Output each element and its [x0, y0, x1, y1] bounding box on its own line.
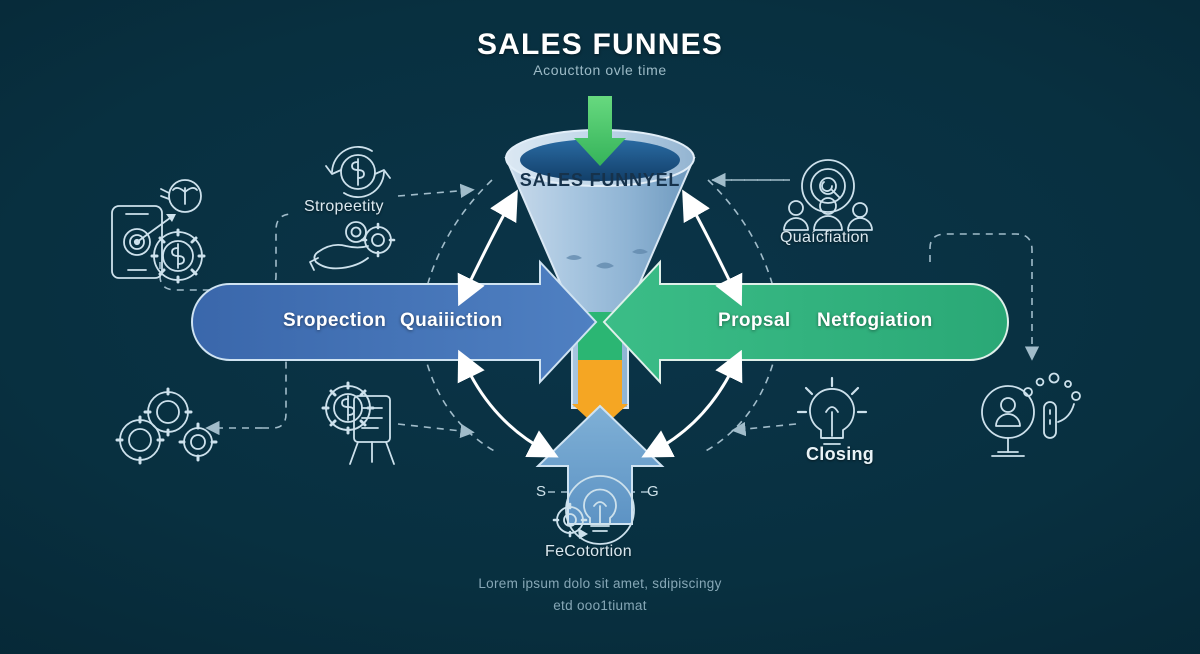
label-feedback: FeCotortion — [545, 543, 632, 560]
label-strategy: Stropeetity — [304, 198, 384, 215]
label-letter-s: S — [536, 483, 547, 500]
target-people-icon — [783, 159, 873, 231]
label-letter-g: G — [647, 483, 659, 500]
easel-board-icon — [349, 395, 395, 465]
profile-network-icon — [981, 372, 1081, 457]
page-subtitle: Acouctton ovle time — [533, 62, 667, 78]
connector-rail-lower-left-up — [262, 306, 287, 429]
funnel-band-orange — [578, 360, 622, 410]
band-right-word-2[interactable]: Netfogiation — [817, 310, 933, 331]
plant-growth-icon — [160, 179, 202, 213]
funnel-particles — [566, 249, 648, 269]
cycle-arrow-lower-left — [457, 349, 559, 458]
lightbulb-gear-cycle-icon — [552, 475, 635, 545]
gear-dollar-icon — [150, 228, 206, 284]
lightbulb-icon — [796, 376, 868, 445]
funnel-label: SALES FUNNYEL — [519, 170, 681, 190]
refresh-dollar-icon — [325, 146, 391, 198]
band-left-word-1[interactable]: Sropection — [283, 310, 387, 331]
band-left-word-2[interactable]: Quaiiiction — [400, 310, 503, 331]
connector-closing-to-funnel — [731, 421, 797, 437]
cycle-arrow-upper-right — [682, 189, 743, 307]
gears-cluster-icon — [115, 387, 218, 465]
connector-arc-lower-right — [703, 351, 777, 453]
connector-rail-right — [929, 233, 1040, 361]
label-qualification: Quaícfiation — [780, 229, 869, 246]
connector-arc-lower-left — [423, 351, 497, 453]
hand-gears-icon — [309, 221, 396, 271]
phone-target-icon — [111, 205, 176, 279]
label-closing: Closing — [806, 444, 875, 464]
cycle-arrow-lower-right — [641, 349, 743, 458]
footer-line-2: etd ooo1tiumat — [553, 598, 647, 613]
page-title: SALES FUNNES — [476, 28, 724, 61]
footer-line-1: Lorem ipsum dolo sit amet, sdipiscingy — [478, 576, 722, 591]
band-right-word-1[interactable]: Propsal — [718, 310, 791, 331]
cycle-arrow-upper-left — [457, 189, 518, 307]
inflow-arrow — [574, 96, 626, 166]
